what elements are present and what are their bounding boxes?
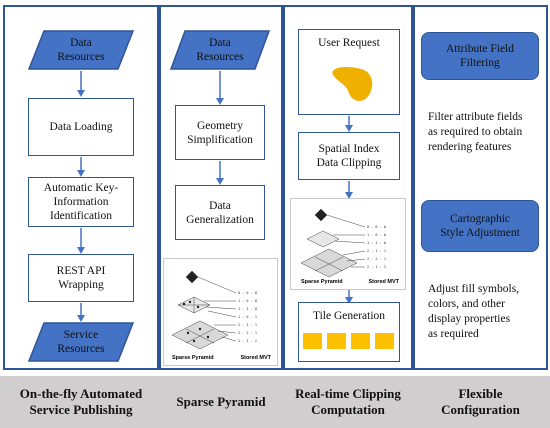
- svg-text:0 - 0 - 0: 0 - 0 - 0: [367, 225, 386, 229]
- footer-label-sparse-pyramid: Sparse Pyramid: [176, 394, 266, 409]
- parallelogram-shape: [28, 30, 134, 70]
- svg-text:2 - 1 - 2: 2 - 1 - 2: [367, 265, 386, 269]
- data-generalization-label: Data Generalization: [186, 199, 254, 226]
- clipping-pyramid-figure: 0 - 0 - 0 1 - 0 - 0 1 - 1 - 0 2 - 1 - 1 2 …: [290, 198, 406, 290]
- down-arrow-icon: [343, 181, 355, 204]
- style-adjustment-button: Cartographic Style Adjustment: [421, 200, 539, 252]
- data-resources-label-2: Data Resources: [196, 37, 244, 63]
- stored-mvt-caption-2: Stored MVT: [368, 279, 399, 285]
- footer-bar: [0, 376, 550, 428]
- data-generalization-step: Data Generalization: [175, 185, 265, 240]
- svg-text:2 - 2 - 1: 2 - 2 - 1: [367, 257, 386, 261]
- pyramid-diagram: 0 - 0 - 0 1 - 0 - 0 1 - 1 - 0 1 - 0 - 1 2 …: [171, 270, 257, 350]
- down-arrow-icon: [75, 157, 87, 182]
- parallelogram-shape: [28, 322, 134, 362]
- rest-api-label: REST API Wrapping: [56, 265, 106, 291]
- geometry-simplification-label: Geometry Simplification: [187, 119, 253, 146]
- svg-text:1 - 0 - 0: 1 - 0 - 0: [238, 299, 257, 303]
- key-information-step: Automatic Key- Information Identificatio…: [28, 177, 134, 227]
- svg-text:1 - 1 - 0: 1 - 1 - 0: [367, 241, 386, 245]
- tile-generation-box: Tile Generation: [298, 302, 400, 362]
- svg-text:1 - 0 - 0: 1 - 0 - 0: [367, 233, 386, 237]
- svg-text:2 - 1 - 1: 2 - 1 - 1: [367, 249, 386, 253]
- geometry-simplification-step: Geometry Simplification: [175, 105, 265, 160]
- rest-api-step: REST API Wrapping: [28, 254, 134, 302]
- pyramid-diagram: 0 - 0 - 0 1 - 0 - 0 1 - 1 - 0 2 - 1 - 1 2 …: [300, 208, 386, 278]
- svg-text:2 - 1 - 1: 2 - 1 - 1: [238, 323, 257, 327]
- style-adjustment-label: Cartographic Style Adjustment: [440, 213, 520, 239]
- service-resources-label: Service Resources: [57, 329, 105, 355]
- user-request-label: User Request: [318, 37, 380, 49]
- vector-tile-icon: [351, 333, 370, 349]
- vector-tile-icon: [327, 333, 346, 349]
- user-request-box: User Request: [298, 29, 400, 115]
- data-resources-node: Data Resources: [28, 30, 134, 70]
- sparse-pyramid-figure: 0 - 0 - 0 1 - 0 - 0 1 - 1 - 0 1 - 0 - 1 2 …: [163, 258, 278, 366]
- svg-text:0 - 0 - 0: 0 - 0 - 0: [238, 291, 257, 295]
- data-resources-node-2: Data Resources: [170, 30, 270, 70]
- sparse-pyramid-caption: Sparse Pyramid: [172, 355, 214, 361]
- attribute-filtering-label: Attribute Field Filtering: [445, 43, 515, 69]
- key-information-label: Automatic Key- Information Identificatio…: [43, 182, 119, 222]
- vector-tile-icon: [375, 333, 394, 349]
- svg-text:1 - 1 - 0: 1 - 1 - 0: [238, 307, 257, 311]
- data-loading-label: Data Loading: [49, 121, 113, 133]
- spatial-index-step: Spatial Index Data Clipping: [298, 132, 400, 180]
- vector-tile-icon: [303, 333, 322, 349]
- style-adjustment-description: Adjust fill symbols, colors, and other d…: [428, 283, 520, 340]
- down-arrow-icon: [214, 161, 226, 190]
- down-arrow-icon: [343, 116, 355, 137]
- footer-label-publishing: On-the-fly Automated Service Publishing: [19, 386, 143, 417]
- svg-text:2 - 2 - 1: 2 - 2 - 1: [238, 331, 257, 335]
- spatial-index-label: Spatial Index Data Clipping: [316, 143, 382, 169]
- down-arrow-icon: [75, 303, 87, 327]
- down-arrow-icon: [75, 71, 87, 102]
- svg-text:2 - 1 - 2: 2 - 1 - 2: [238, 339, 257, 343]
- down-arrow-icon: [343, 290, 355, 309]
- data-resources-label: Data Resources: [57, 37, 105, 63]
- footer-label-configuration: Flexible Configuration: [441, 386, 520, 417]
- down-arrow-icon: [75, 228, 87, 259]
- service-resources-node: Service Resources: [28, 322, 134, 362]
- down-arrow-icon: [214, 71, 226, 110]
- attribute-filtering-button: Attribute Field Filtering: [421, 32, 539, 80]
- data-loading-step: Data Loading: [28, 98, 134, 156]
- svg-text:1 - 0 - 1: 1 - 0 - 1: [238, 315, 257, 319]
- map-shape-icon: [332, 67, 373, 101]
- attribute-filtering-description: Filter attribute fields as required to o…: [428, 111, 523, 153]
- parallelogram-shape: [170, 30, 270, 70]
- sparse-pyramid-caption-2: Sparse Pyramid: [301, 279, 343, 285]
- footer-label-clipping: Real-time Clipping Computation: [295, 386, 401, 417]
- stored-mvt-caption: Stored MVT: [240, 355, 271, 361]
- tile-generation-label: Tile Generation: [312, 310, 386, 322]
